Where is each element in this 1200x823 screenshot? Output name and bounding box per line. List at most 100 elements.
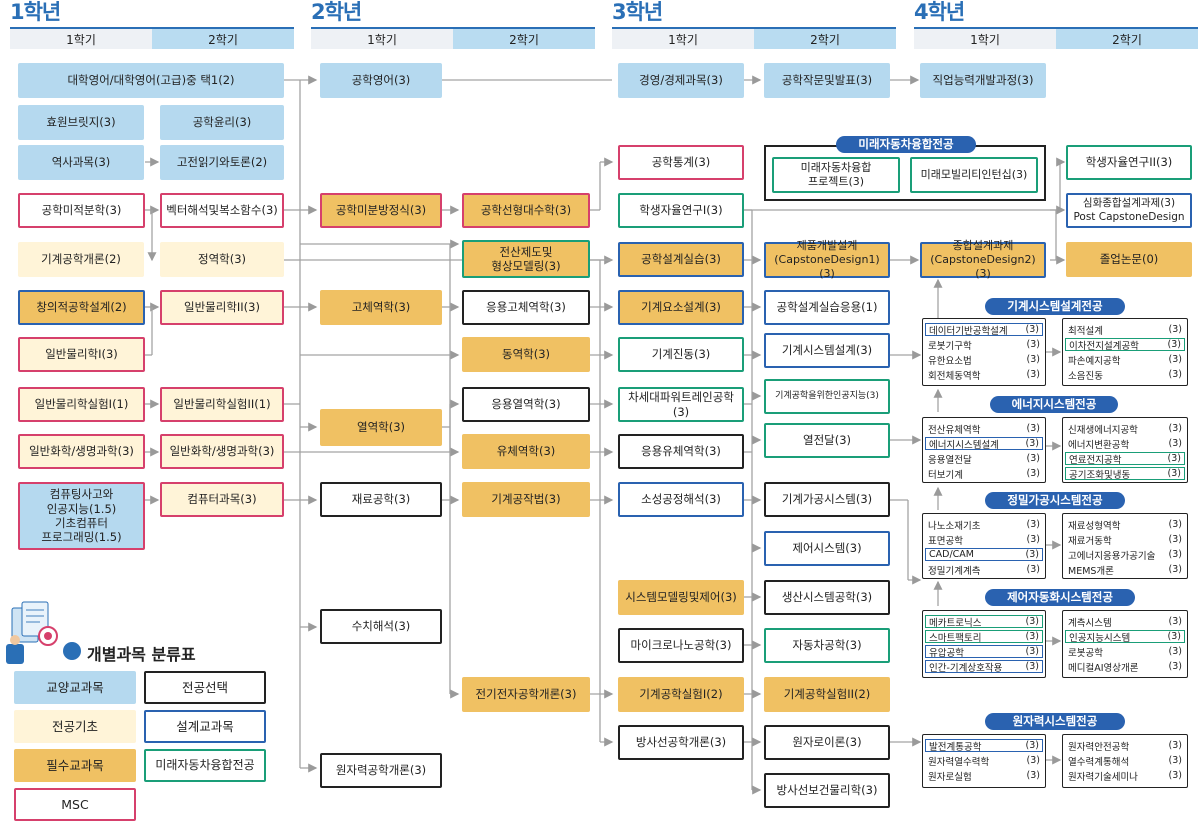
course-linear-algebra: 공학선형대수학(3) — [462, 193, 590, 228]
course-eng-statistics: 공학통계(3) — [618, 145, 744, 180]
course-physics-2: 일반물리학II(3) — [160, 290, 284, 325]
track-item: 나노소재기초(3) — [928, 519, 1040, 532]
course-fluid-mechanics: 유체역학(3) — [462, 434, 590, 469]
track-item: 스마트팩토리(3) — [925, 630, 1043, 644]
course-nuclear-intro: 원자력공학개론(3) — [320, 753, 442, 788]
legend-future-auto: 미래자동차융합전공 — [144, 749, 266, 782]
course-vector-analysis: 벡터해석및복소함수(3) — [160, 193, 284, 228]
course-reactor-theory: 원자로이론(3) — [764, 725, 890, 760]
year-3-heading: 3학년 — [612, 0, 663, 24]
track-nuclear-left — [922, 734, 1046, 788]
year-1-semester-2: 2학기 — [152, 27, 294, 49]
track-energy-left — [922, 417, 1046, 483]
course-college-english: 대학영어/대학영어(고급)중 택1(2) — [18, 63, 284, 98]
track-nuclear-right — [1062, 734, 1188, 788]
course-machining-system: 기계가공시스템(3) — [764, 482, 890, 517]
course-research-1: 학생자율연구I(3) — [618, 193, 744, 228]
track-item: 공기조화및냉동(3) — [1065, 467, 1185, 481]
course-system-modeling: 시스템모델링및제어(3) — [618, 580, 744, 615]
course-chem-bio-2: 일반화학/생명과학(3) — [160, 434, 284, 469]
course-creative-design: 창의적공학설계(2) — [18, 290, 145, 325]
year-2-semester-2: 2학기 — [453, 27, 595, 49]
year-3-semester-1: 1학기 — [612, 27, 754, 49]
track-item: 인간-기계상호작용(3) — [925, 660, 1043, 674]
track-item: 응용열전달(3) — [928, 453, 1040, 466]
course-cad-modeling: 전산제도및 형상모델링(3) — [462, 240, 590, 278]
course-numerical-analysis: 수치해석(3) — [320, 609, 442, 644]
track-item: 로봇공학(3) — [1068, 646, 1182, 659]
track-item: 원자력기술세미나(3) — [1068, 770, 1182, 783]
course-design-lab: 공학설계실습(3) — [618, 242, 744, 277]
course-computer: 컴퓨터과목(3) — [160, 482, 284, 517]
track-item: 열수력계통해석(3) — [1068, 755, 1182, 768]
track-precision-right — [1062, 513, 1188, 579]
course-physics-lab-2: 일반물리학실험II(1) — [160, 387, 284, 422]
course-applied-fluid: 응용유체역학(3) — [618, 434, 744, 469]
course-statics: 정역학(3) — [160, 242, 284, 277]
course-post-capstone: 심화종합설계과제(3) Post CapstoneDesign — [1066, 193, 1192, 228]
track-mech-system-left — [922, 318, 1046, 386]
course-plastic-analysis: 소성공정해석(3) — [618, 482, 744, 517]
track-mech-system-right — [1062, 318, 1188, 386]
track-item: 계측시스템(3) — [1068, 616, 1182, 629]
course-physics-lab-1: 일반물리학실험I(1) — [18, 387, 145, 422]
year-2-heading: 2학년 — [311, 0, 362, 24]
course-thermodynamics: 열역학(3) — [320, 409, 442, 446]
course-dynamics: 동역학(3) — [462, 337, 590, 372]
track-item: 에너지변환공학(3) — [1068, 438, 1182, 451]
track-item: 원자로실험(3) — [928, 770, 1040, 783]
course-future-auto-project: 미래자동차융합 프로젝트(3) — [772, 157, 900, 193]
course-diffeq: 공학미분방정식(3) — [320, 193, 442, 228]
track-precision-title: 정밀가공시스템전공 — [985, 492, 1125, 509]
track-item: 연료전지공학(3) — [1065, 452, 1185, 466]
course-production-system: 생산시스템공학(3) — [764, 580, 890, 615]
course-eng-calculus: 공학미적분학(3) — [18, 193, 145, 228]
course-radiation-protection: 방사선보건물리학(3) — [764, 773, 890, 808]
course-heat-transfer: 열전달(3) — [764, 423, 890, 458]
course-econ-management: 경영/경제과목(3) — [618, 63, 744, 98]
course-physics-1: 일반물리학I(3) — [18, 337, 145, 372]
course-mech-intro: 기계공학개론(2) — [18, 242, 144, 277]
track-item: MEMS개론(3) — [1068, 564, 1182, 577]
track-energy-right — [1062, 417, 1188, 483]
course-design-lab-applied: 공학설계실습응용(1) — [764, 290, 890, 325]
course-hyowon-bridge: 효원브릿지(3) — [18, 105, 144, 140]
year-1-heading: 1학년 — [10, 0, 61, 24]
track-item: 에너지시스템설계(3) — [925, 437, 1043, 451]
future-auto-track-title: 미래자동차융합전공 — [836, 136, 976, 153]
track-item: 재료거동학(3) — [1068, 534, 1182, 547]
track-item: 유한요소법(3) — [928, 354, 1040, 367]
course-powertrain: 차세대파워트레인공학(3) — [618, 387, 744, 422]
course-applied-thermo: 응용열역학(3) — [462, 387, 590, 422]
track-item: 메카트로닉스(3) — [925, 615, 1043, 629]
course-mech-lab-2: 기계공학실험II(2) — [764, 677, 890, 712]
year-4-semester-1: 1학기 — [914, 27, 1056, 49]
track-item: 전산유체역학(3) — [928, 423, 1040, 436]
legend-icon — [63, 642, 81, 660]
course-micro-nano: 마이크로나노공학(3) — [618, 628, 744, 663]
track-item: 발전계통공학(3) — [925, 739, 1043, 753]
year-4-heading: 4학년 — [914, 0, 965, 24]
course-materials: 재료공학(3) — [320, 482, 442, 517]
course-future-mobility-intern: 미래모빌리티인턴십(3) — [910, 157, 1038, 193]
course-electrical-intro: 전기전자공학개론(3) — [462, 677, 590, 712]
course-research-2: 학생자율연구II(3) — [1066, 145, 1192, 180]
track-item: 소음진동(3) — [1068, 369, 1182, 382]
track-item: 터보기계(3) — [928, 468, 1040, 481]
year-4-semester-2: 2학기 — [1056, 27, 1198, 49]
track-nuclear-title: 원자력시스템전공 — [985, 713, 1125, 730]
year-2-semester-1: 1학기 — [311, 27, 453, 49]
track-item: 파손예지공학(3) — [1068, 354, 1182, 367]
legend-msc: MSC — [14, 788, 136, 821]
course-history: 역사과목(3) — [18, 145, 144, 180]
track-item: 원자력열수력학(3) — [928, 755, 1040, 768]
track-item: 재료성형역학(3) — [1068, 519, 1182, 532]
course-chem-bio-1: 일반화학/생명과학(3) — [18, 434, 145, 469]
course-manufacturing: 기계공작법(3) — [462, 482, 590, 517]
track-item: 정밀기계계측(3) — [928, 564, 1040, 577]
course-capstone-1: 제품개발설계 (CapstoneDesign1)(3) — [764, 239, 890, 280]
documents-illustration-icon — [6, 601, 58, 664]
course-capstone-2: 종합설계과제 (CapstoneDesign2)(3) — [920, 239, 1046, 280]
track-control-title: 제어자동화시스템전공 — [985, 589, 1135, 606]
course-eng-english: 공학영어(3) — [320, 63, 442, 98]
